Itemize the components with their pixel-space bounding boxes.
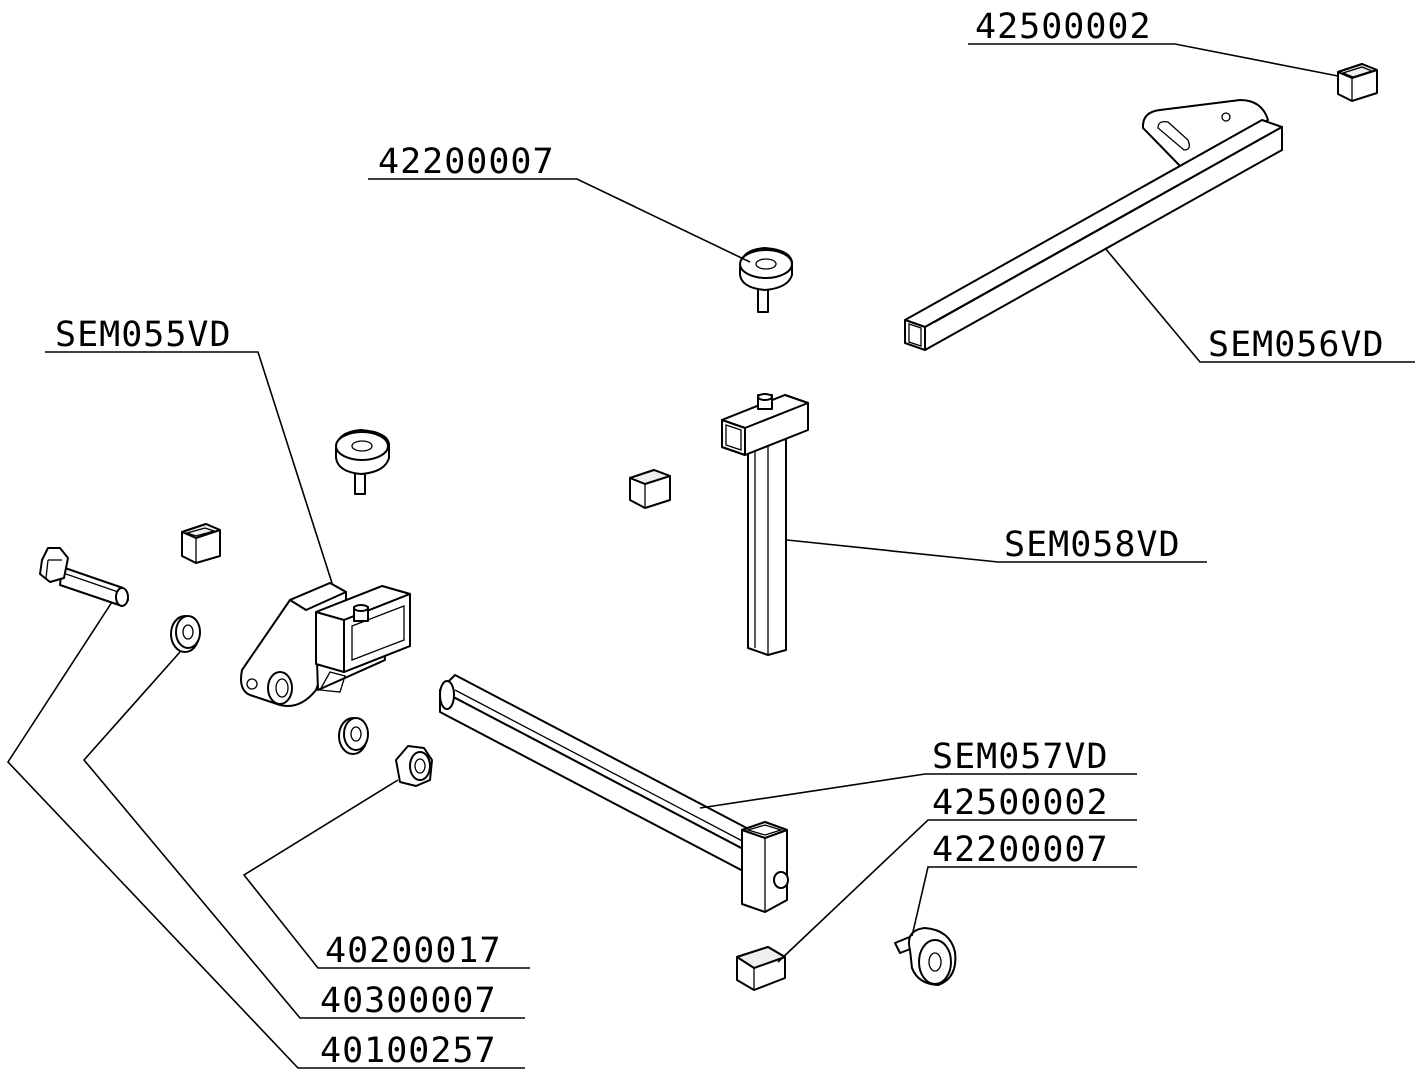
upper-arm-part [904,99,1283,351]
post-part [721,393,809,656]
leader-end-cap-bottom [777,819,1137,963]
knob-left-part [335,429,390,495]
knob-top-part [739,247,793,313]
leader-arm-lower [699,773,1137,809]
label-washer: 40300007 [320,981,497,1021]
leader-knob-top [368,178,751,263]
leader-washer [82,651,525,1019]
bracket-part [240,582,411,707]
label-end-cap-bottom: 42500002 [932,783,1109,823]
label-bracket: SEM055VD [55,315,232,355]
leader-nut [242,779,530,969]
washer-left-part [170,615,201,653]
leader-lines [6,43,1415,1069]
knob-bottom-part [894,927,957,986]
washer-center-part [338,717,369,755]
leader-post [786,539,1207,563]
label-knob-top: 42200007 [378,142,555,182]
label-arm-upper: SEM056VD [1208,325,1385,365]
end-cap-bottom-part [736,946,786,991]
label-nut: 40200017 [325,931,502,971]
bolt-part [39,547,129,607]
label-post: SEM058VD [1004,525,1181,565]
label-end-cap-top: 42500002 [975,7,1152,47]
end-cap-left-part [181,523,221,564]
label-bolt: 40100257 [320,1031,497,1069]
leader-knob-bottom [911,866,1137,937]
label-arm-lower: SEM057VD [932,737,1109,777]
lower-arm-part [439,674,789,913]
part-labels: 42500002 42200007 SEM056VD SEM055VD SEM0… [55,7,1385,1069]
leader-bracket [45,351,333,584]
end-cap-top-part [1337,63,1378,102]
end-cap-center-part [629,469,671,509]
label-knob-bottom: 42200007 [932,830,1109,870]
leader-arm-upper [1104,247,1415,363]
leader-bolt [6,601,525,1069]
leader-end-cap-top [968,43,1339,77]
nut-part [395,745,433,787]
